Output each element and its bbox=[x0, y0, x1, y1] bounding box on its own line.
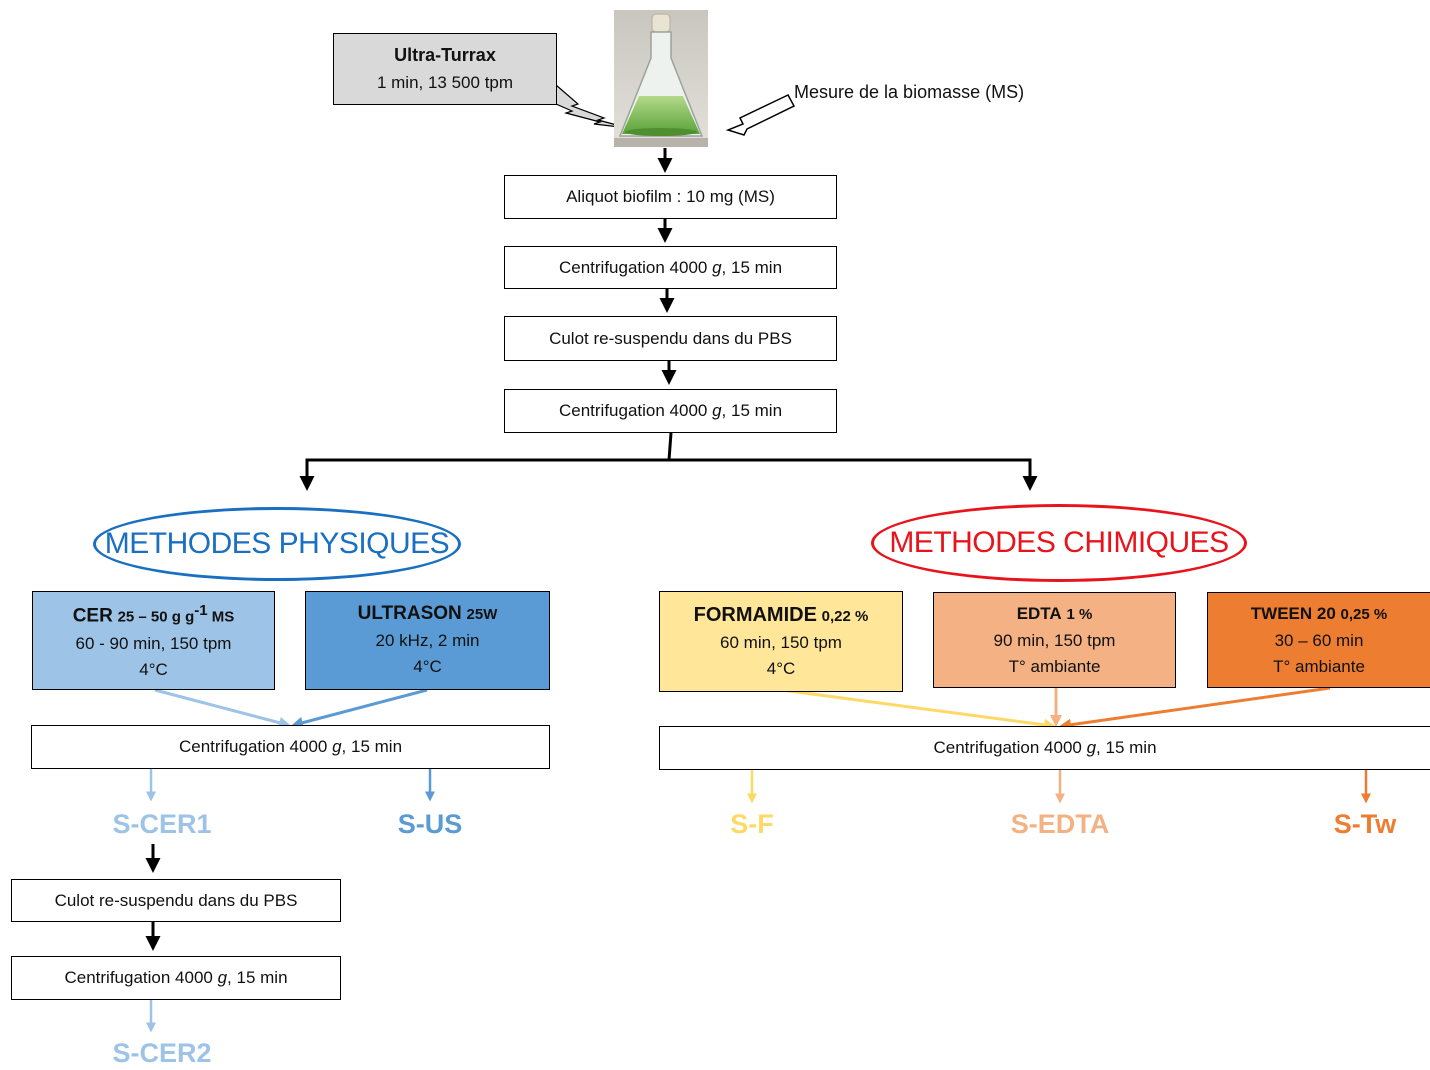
centrifugation-box-1: Centrifugation 4000 g, 15 min bbox=[504, 246, 837, 289]
culot-box-1: Culot re-suspendu dans du PBS bbox=[504, 316, 837, 361]
cer-heading: CER 25 – 50 g g-1 MS bbox=[72, 602, 235, 627]
output-s-edta: S-EDTA bbox=[1010, 809, 1110, 839]
arrow-tween-to-centri bbox=[1059, 686, 1331, 731]
tween-temp: T° ambiante bbox=[1273, 656, 1365, 676]
output-s-tw: S-Tw bbox=[1333, 809, 1397, 839]
physical-centrifugation-box: Centrifugation 4000 g, 15 min bbox=[31, 725, 550, 769]
edta-params: 90 min, 150 tpm bbox=[993, 630, 1116, 650]
formamide-params: 60 min, 150 tpm bbox=[720, 632, 842, 652]
tween-heading: TWEEN 20 0,25 % bbox=[1250, 603, 1388, 623]
ultrasound-heading: ULTRASON 25W bbox=[357, 603, 498, 624]
flask-image bbox=[614, 10, 708, 147]
output-s-f: S-F bbox=[730, 809, 774, 839]
cer-temp: 4°C bbox=[139, 659, 168, 679]
ultra-turrax-title: Ultra-Turrax bbox=[394, 45, 496, 65]
arrow-formamide-to-centri bbox=[781, 688, 1056, 731]
arrow-us-to-centri bbox=[291, 688, 428, 729]
culot-box-2: Culot re-suspendu dans du PBS bbox=[11, 879, 341, 922]
arrow-cer-to-centri bbox=[154, 688, 291, 729]
centrifugation-box-2: Centrifugation 4000 g, 15 min bbox=[504, 389, 837, 433]
output-s-us: S-US bbox=[397, 809, 463, 839]
physical-methods-title: METHODES PHYSIQUES bbox=[93, 507, 461, 581]
ultrasound-temp: 4°C bbox=[413, 657, 442, 676]
output-s-cer1: S-CER1 bbox=[112, 809, 212, 839]
ultrasound-box: ULTRASON 25W 20 kHz, 2 min 4°C bbox=[305, 591, 550, 690]
edta-temp: T° ambiante bbox=[1008, 656, 1101, 676]
ultra-turrax-params: 1 min, 13 500 tpm bbox=[376, 73, 514, 92]
lightning-bolt-icon bbox=[555, 83, 629, 129]
cer-params: 60 - 90 min, 150 tpm bbox=[75, 633, 232, 653]
chemical-centrifugation-box: Centrifugation 4000 g, 15 min bbox=[659, 726, 1430, 770]
formamide-heading: FORMAMIDE 0,22 % bbox=[693, 603, 869, 626]
aliquot-box: Aliquot biofilm : 10 mg (MS) bbox=[504, 175, 837, 219]
arrow-to-physical bbox=[299, 432, 673, 491]
edta-heading: EDTA 1 % bbox=[1016, 603, 1093, 623]
formamide-temp: 4°C bbox=[766, 658, 796, 678]
edta-box: EDTA 1 % 90 min, 150 tpm T° ambiante bbox=[933, 592, 1176, 688]
chemical-methods-title: METHODES CHIMIQUES bbox=[871, 504, 1247, 582]
tween-params: 30 – 60 min bbox=[1274, 630, 1364, 650]
tween-box: TWEEN 20 0,25 % 30 – 60 min T° ambiante bbox=[1207, 592, 1430, 688]
centrifugation-box-3: Centrifugation 4000 g, 15 min bbox=[11, 956, 341, 1000]
biomass-measure-label: Mesure de la biomasse (MS) bbox=[794, 82, 1025, 102]
ultra-turrax-box: Ultra-Turrax 1 min, 13 500 tpm bbox=[333, 33, 557, 105]
ultrasound-params: 20 kHz, 2 min bbox=[375, 631, 480, 650]
hollow-arrow-icon bbox=[725, 94, 796, 136]
arrow-to-chemical bbox=[669, 458, 1038, 491]
cer-box: CER 25 – 50 g g-1 MS 60 - 90 min, 150 tp… bbox=[32, 591, 275, 690]
output-s-cer2: S-CER2 bbox=[112, 1038, 212, 1068]
formamide-box: FORMAMIDE 0,22 % 60 min, 150 tpm 4°C bbox=[659, 591, 903, 692]
